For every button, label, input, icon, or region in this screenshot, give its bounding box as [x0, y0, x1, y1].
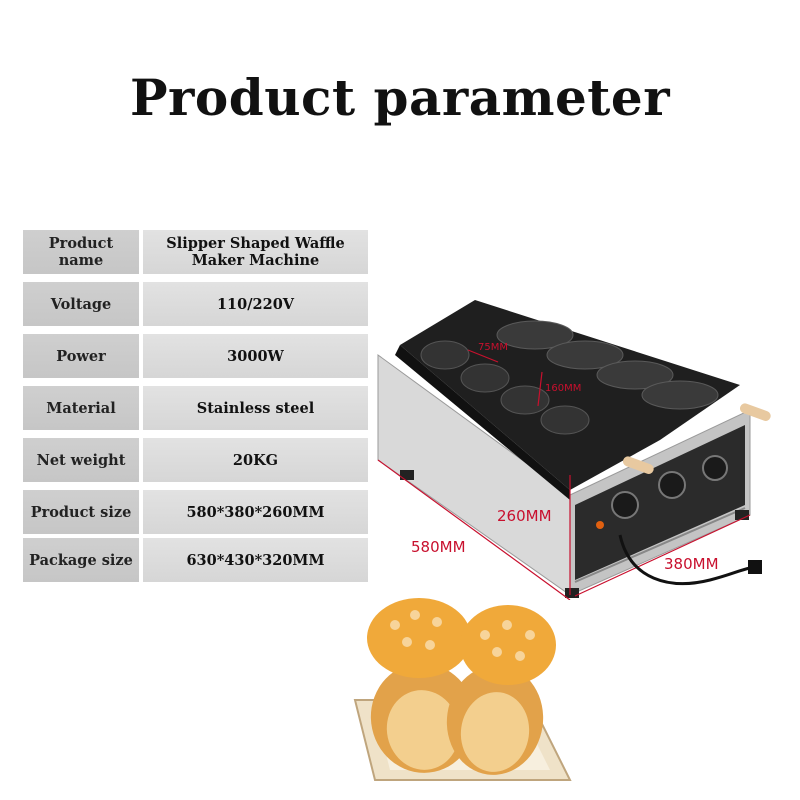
spec-value: 3000W	[143, 334, 368, 378]
dim-length: 580MM	[411, 538, 466, 556]
spec-row-power: Power 3000W	[23, 334, 368, 378]
dim-mold-width: 75MM	[478, 342, 508, 353]
spec-value: Stainless steel	[143, 386, 368, 430]
spec-row-package-size: Package size 630*430*320MM	[23, 538, 368, 582]
dim-mold-length: 160MM	[545, 383, 582, 394]
spec-row-voltage: Voltage 110/220V	[23, 282, 368, 326]
slipper-waffle-image	[353, 598, 572, 781]
dim-height: 260MM	[497, 507, 552, 525]
spec-value: 20KG	[143, 438, 368, 482]
spec-label: Product name	[23, 230, 139, 274]
spec-label: Net weight	[23, 438, 139, 482]
spec-value: 580*380*260MM	[143, 490, 368, 534]
spec-row-product-name: Product name Slipper Shaped Waffle Maker…	[23, 230, 368, 274]
spec-label: Power	[23, 334, 139, 378]
spec-label: Product size	[23, 490, 139, 534]
spec-value: 110/220V	[143, 282, 368, 326]
spec-value: 630*430*320MM	[143, 538, 368, 582]
spec-label: Package size	[23, 538, 139, 582]
dim-depth: 380MM	[664, 555, 719, 573]
spec-value: Slipper Shaped Waffle Maker Machine	[143, 230, 368, 274]
waffle-machine-image	[377, 300, 771, 600]
spec-row-material: Material Stainless steel	[23, 386, 368, 430]
spec-row-net-weight: Net weight 20KG	[23, 438, 368, 482]
spec-label: Material	[23, 386, 139, 430]
spec-row-product-size: Product size 580*380*260MM	[23, 490, 368, 534]
spec-label: Voltage	[23, 282, 139, 326]
page-title: Product parameter	[129, 68, 671, 127]
